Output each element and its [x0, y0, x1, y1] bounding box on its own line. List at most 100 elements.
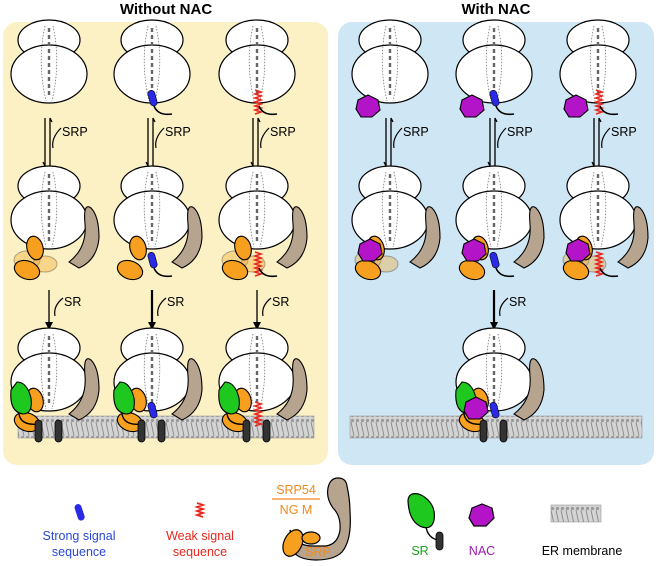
sr-beta-anchor	[34, 419, 43, 443]
exit-tunnel	[40, 333, 58, 410]
sr-receptor	[10, 381, 32, 415]
ribosome-r2-2	[218, 165, 296, 250]
without-nac-title: Without NAC	[120, 1, 213, 18]
sr-legend-icon	[407, 493, 444, 551]
exit-tunnel	[248, 171, 266, 248]
exit-tunnel	[248, 333, 266, 410]
ribosome-r1-3	[351, 19, 429, 104]
ribosome-r1-4	[455, 19, 533, 104]
translocon-anchor	[262, 419, 271, 443]
sr-binding-arrow	[157, 297, 167, 317]
sr-receptor	[113, 381, 135, 415]
legend-srp54: SRP54	[276, 483, 316, 497]
ribosome-r3-1	[113, 327, 191, 412]
srp-alu-domain	[617, 206, 649, 269]
nascent-chain-tail	[153, 267, 173, 278]
sr-beta-anchor	[242, 419, 251, 443]
exit-tunnel	[143, 171, 161, 248]
exit-tunnel	[589, 25, 607, 102]
sr-binding-arrow	[499, 297, 509, 317]
sr-binding-arrow	[262, 297, 272, 317]
sr-step-arrowhead	[253, 322, 261, 330]
sr-step-label: SR	[272, 295, 289, 309]
exit-tunnel	[485, 333, 503, 410]
ribosome-r1-1	[113, 19, 191, 104]
exit-tunnel	[381, 25, 399, 102]
srp-step-label: SRP	[165, 125, 191, 139]
exit-tunnel	[381, 171, 399, 248]
srp-step-label: SRP	[611, 125, 637, 139]
srp-alu-domain	[276, 358, 308, 421]
srp-alu-domain	[513, 206, 545, 269]
nac-icon	[468, 503, 495, 527]
srp-step-label: SRP	[403, 125, 429, 139]
ribosome-r1-5	[559, 19, 637, 104]
strong-signal-icon	[74, 504, 85, 521]
legend-weak-signal-2: sequence	[173, 545, 227, 559]
srp-ng-domain	[116, 259, 144, 281]
sr-binding-arrow	[54, 297, 64, 317]
legend-sr: SR	[411, 544, 428, 558]
equilibrium-arrow	[487, 117, 498, 167]
srp-step-label: SRP	[62, 125, 88, 139]
nascent-chain-tail	[599, 267, 619, 278]
weak-signal-sequence	[593, 251, 605, 277]
exit-tunnel	[485, 171, 503, 248]
sr-receptor	[218, 381, 240, 415]
nac-shape	[463, 396, 489, 420]
weak-signal-sequence	[252, 251, 264, 277]
legend-nac: NAC	[469, 544, 495, 558]
nac-shape	[563, 94, 589, 118]
weak-signal-sequence	[252, 89, 264, 115]
exit-tunnel	[589, 171, 607, 248]
legend-ng-m: NG M	[280, 503, 313, 517]
ribosome-r1-0	[10, 19, 88, 104]
nascent-chain-tail	[258, 105, 278, 116]
exit-tunnel	[40, 171, 58, 248]
srp-alu-domain	[68, 206, 100, 269]
equilibrium-arrow	[145, 117, 156, 167]
weak-signal-sequence	[593, 89, 605, 115]
srp-alu-domain	[409, 206, 441, 269]
nascent-chain-tail	[495, 105, 515, 116]
sr-step-arrowhead	[490, 322, 498, 330]
equilibrium-arrow	[250, 117, 261, 167]
nac-shape	[565, 238, 591, 262]
exit-tunnel	[143, 25, 161, 102]
weak-signal-icon	[194, 502, 206, 518]
srp-binding-arrow	[260, 127, 270, 149]
sr-beta-anchor	[137, 419, 146, 443]
legend: Strong signal sequence Weak signal seque…	[43, 477, 623, 561]
ribosome-r1-2	[218, 19, 296, 104]
exit-tunnel	[40, 25, 58, 102]
ribosome-r2-1	[113, 165, 191, 250]
nascent-chain-tail	[153, 105, 173, 116]
srp-binding-arrow	[601, 127, 611, 149]
nascent-chain-tail	[258, 267, 278, 278]
translocon-anchor	[54, 419, 63, 443]
nac-shape	[459, 94, 485, 118]
strong-signal-sequence	[147, 401, 158, 419]
sr-step-arrowhead	[45, 322, 53, 330]
srp54	[129, 235, 147, 261]
srp-binding-arrow	[52, 127, 62, 149]
nac-shape	[357, 238, 383, 262]
srp-binding-arrow	[155, 127, 165, 149]
translocon-anchor	[157, 419, 166, 443]
legend-er-membrane: ER membrane	[542, 544, 623, 558]
ribosome-r3-4	[455, 327, 533, 412]
srp-alu-domain	[276, 206, 308, 269]
srp-binding-arrow	[497, 127, 507, 149]
sr-step-label: SR	[167, 295, 184, 309]
sr-step-label: SR	[64, 295, 81, 309]
srp-step-label: SRP	[270, 125, 296, 139]
with-nac-title: With NAC	[461, 1, 530, 18]
srp54	[234, 235, 252, 261]
srp54	[26, 235, 44, 261]
nascent-chain-tail	[495, 267, 515, 278]
ribosome-r2-3	[351, 165, 429, 250]
nascent-chain-tail	[599, 105, 619, 116]
srp-ng-domain	[13, 259, 41, 281]
srp-step-label: SRP	[507, 125, 533, 139]
